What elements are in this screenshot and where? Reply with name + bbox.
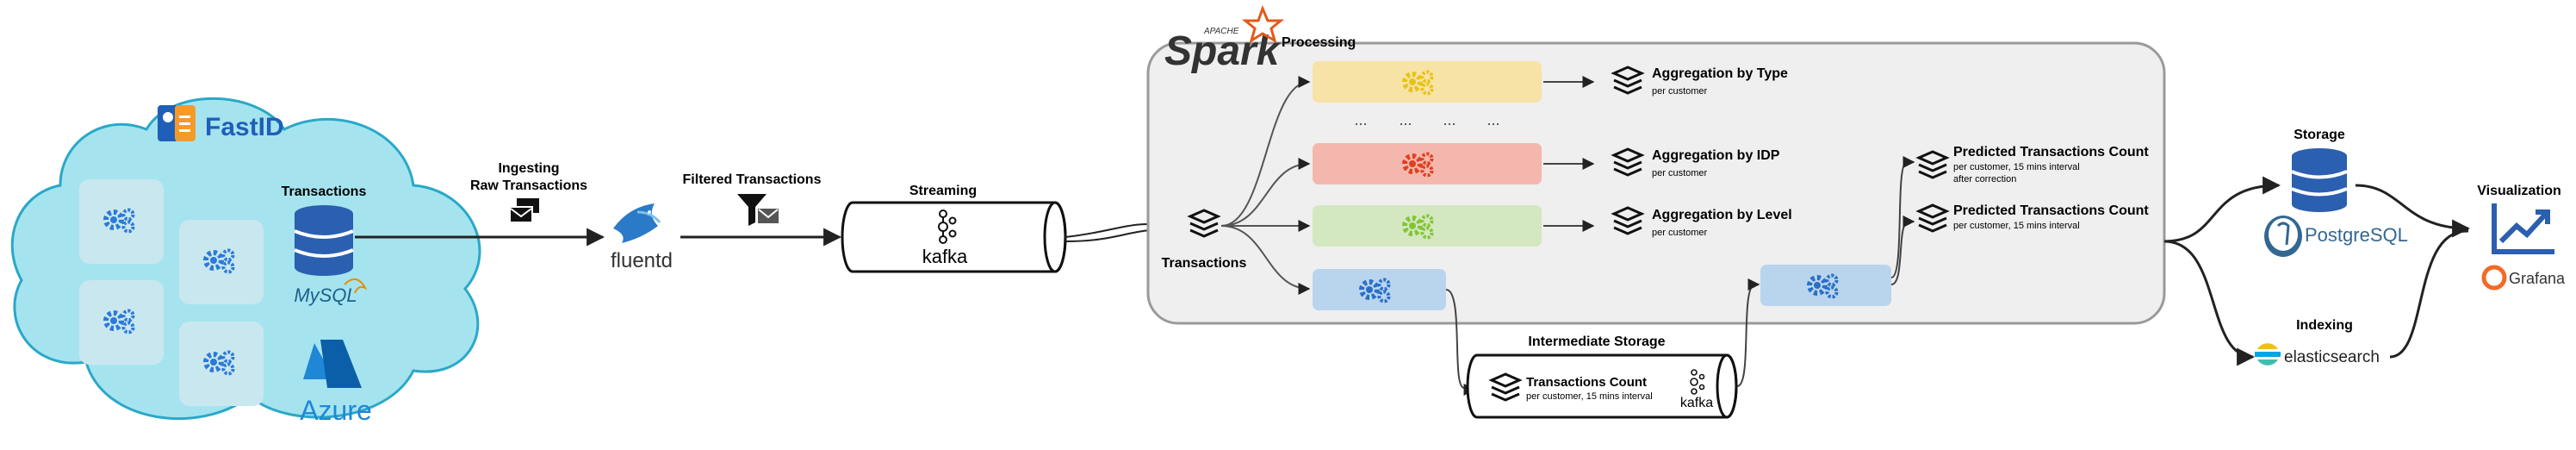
aggregation-connectors xyxy=(1543,76,1595,232)
postgresql-elephant-icon xyxy=(2264,216,2302,257)
spark-apache-label: APACHE xyxy=(1203,27,1239,36)
mail-stack-icon xyxy=(509,198,539,223)
intermediate-sub: per customer, 15 mins interval xyxy=(1526,391,1653,402)
vm-tile xyxy=(79,280,164,365)
database-icon xyxy=(294,205,354,276)
predicted-sub: per customer, 15 mins interval xyxy=(1953,221,2080,231)
agg-sub: per customer xyxy=(1652,168,1708,178)
azure-logo xyxy=(303,340,362,388)
chart-icon xyxy=(2492,203,2554,254)
agg-title: Aggregation by IDP xyxy=(1652,148,1780,163)
prediction-connectors xyxy=(1890,156,1915,285)
vm-tile xyxy=(79,179,164,264)
streaming-label: Streaming xyxy=(909,184,977,198)
agg-sub: per customer xyxy=(1652,228,1708,238)
intermediate-cylinder xyxy=(1466,353,1738,419)
vm-tile xyxy=(179,220,264,304)
process-box-count xyxy=(1313,269,1446,310)
predicted-title: Predicted Transactions Count xyxy=(1953,203,2149,218)
kafka-icon xyxy=(938,209,957,244)
mysql-logo: MySQL xyxy=(294,284,357,306)
process-box-predict xyxy=(1760,265,1891,306)
agg-title: Aggregation by Type xyxy=(1652,66,1788,81)
storage-label: Storage xyxy=(2294,128,2345,142)
predicted-sub2: after correction xyxy=(1953,174,2016,184)
intermediate-kafka-label: kafka xyxy=(1680,396,1713,410)
elasticsearch-label: elasticsearch xyxy=(2284,348,2380,366)
fastid-logo xyxy=(158,105,196,141)
spark-processing-box xyxy=(1146,41,2166,325)
process-box-type xyxy=(1313,61,1542,103)
ellipsis: ... xyxy=(1354,111,1367,128)
ellipsis: ... xyxy=(1443,111,1456,128)
dolphin-icon xyxy=(344,278,368,294)
azure-label: Azure xyxy=(300,395,372,426)
visualization-label: Visualization xyxy=(2477,184,2561,198)
process-box-level xyxy=(1313,205,1542,247)
fluentd-bird-icon xyxy=(613,203,661,243)
database-icon xyxy=(2291,148,2348,212)
grafana-label: Grafana xyxy=(2509,270,2566,287)
spark-star-icon xyxy=(1241,4,1285,44)
ellipsis: ... xyxy=(1487,111,1499,128)
indexing-label: Indexing xyxy=(2296,318,2353,333)
grafana-icon xyxy=(2481,265,2507,291)
output-connectors xyxy=(2163,176,2281,366)
spark-input-label: Transactions xyxy=(1162,256,1247,271)
ingest-label-line1: Ingesting xyxy=(498,161,559,176)
agg-sub: per customer xyxy=(1652,86,1708,97)
filter-label: Filtered Transactions xyxy=(683,172,822,187)
ingest-label-line2: Raw Transactions xyxy=(470,178,587,193)
visualization-connectors xyxy=(2355,184,2471,359)
fluentd-label: fluentd xyxy=(611,249,673,272)
predicted-sub: per customer, 15 mins interval xyxy=(1953,162,2080,172)
elasticsearch-icon xyxy=(2255,343,2281,366)
spark-logo: Spark xyxy=(1164,28,1282,74)
connector xyxy=(1736,278,1760,387)
db-label: Transactions xyxy=(282,184,367,199)
intermediate-title: Transactions Count xyxy=(1526,375,1647,390)
fan-out-connectors xyxy=(1220,76,1311,295)
kafka-label: kafka xyxy=(922,246,968,267)
predicted-title: Predicted Transactions Count xyxy=(1953,145,2149,159)
spark-title: Processing xyxy=(1282,35,1356,50)
filter-icon xyxy=(737,194,779,226)
process-box-idp xyxy=(1313,143,1542,184)
brand-name: FastID xyxy=(205,113,284,141)
postgresql-label: PostgreSQL xyxy=(2305,224,2408,246)
ellipsis: ... xyxy=(1399,111,1412,128)
intermediate-label: Intermediate Storage xyxy=(1528,334,1665,349)
vm-tile xyxy=(179,322,264,406)
kafka-icon xyxy=(1690,369,1705,395)
agg-title: Aggregation by Level xyxy=(1652,208,1792,222)
